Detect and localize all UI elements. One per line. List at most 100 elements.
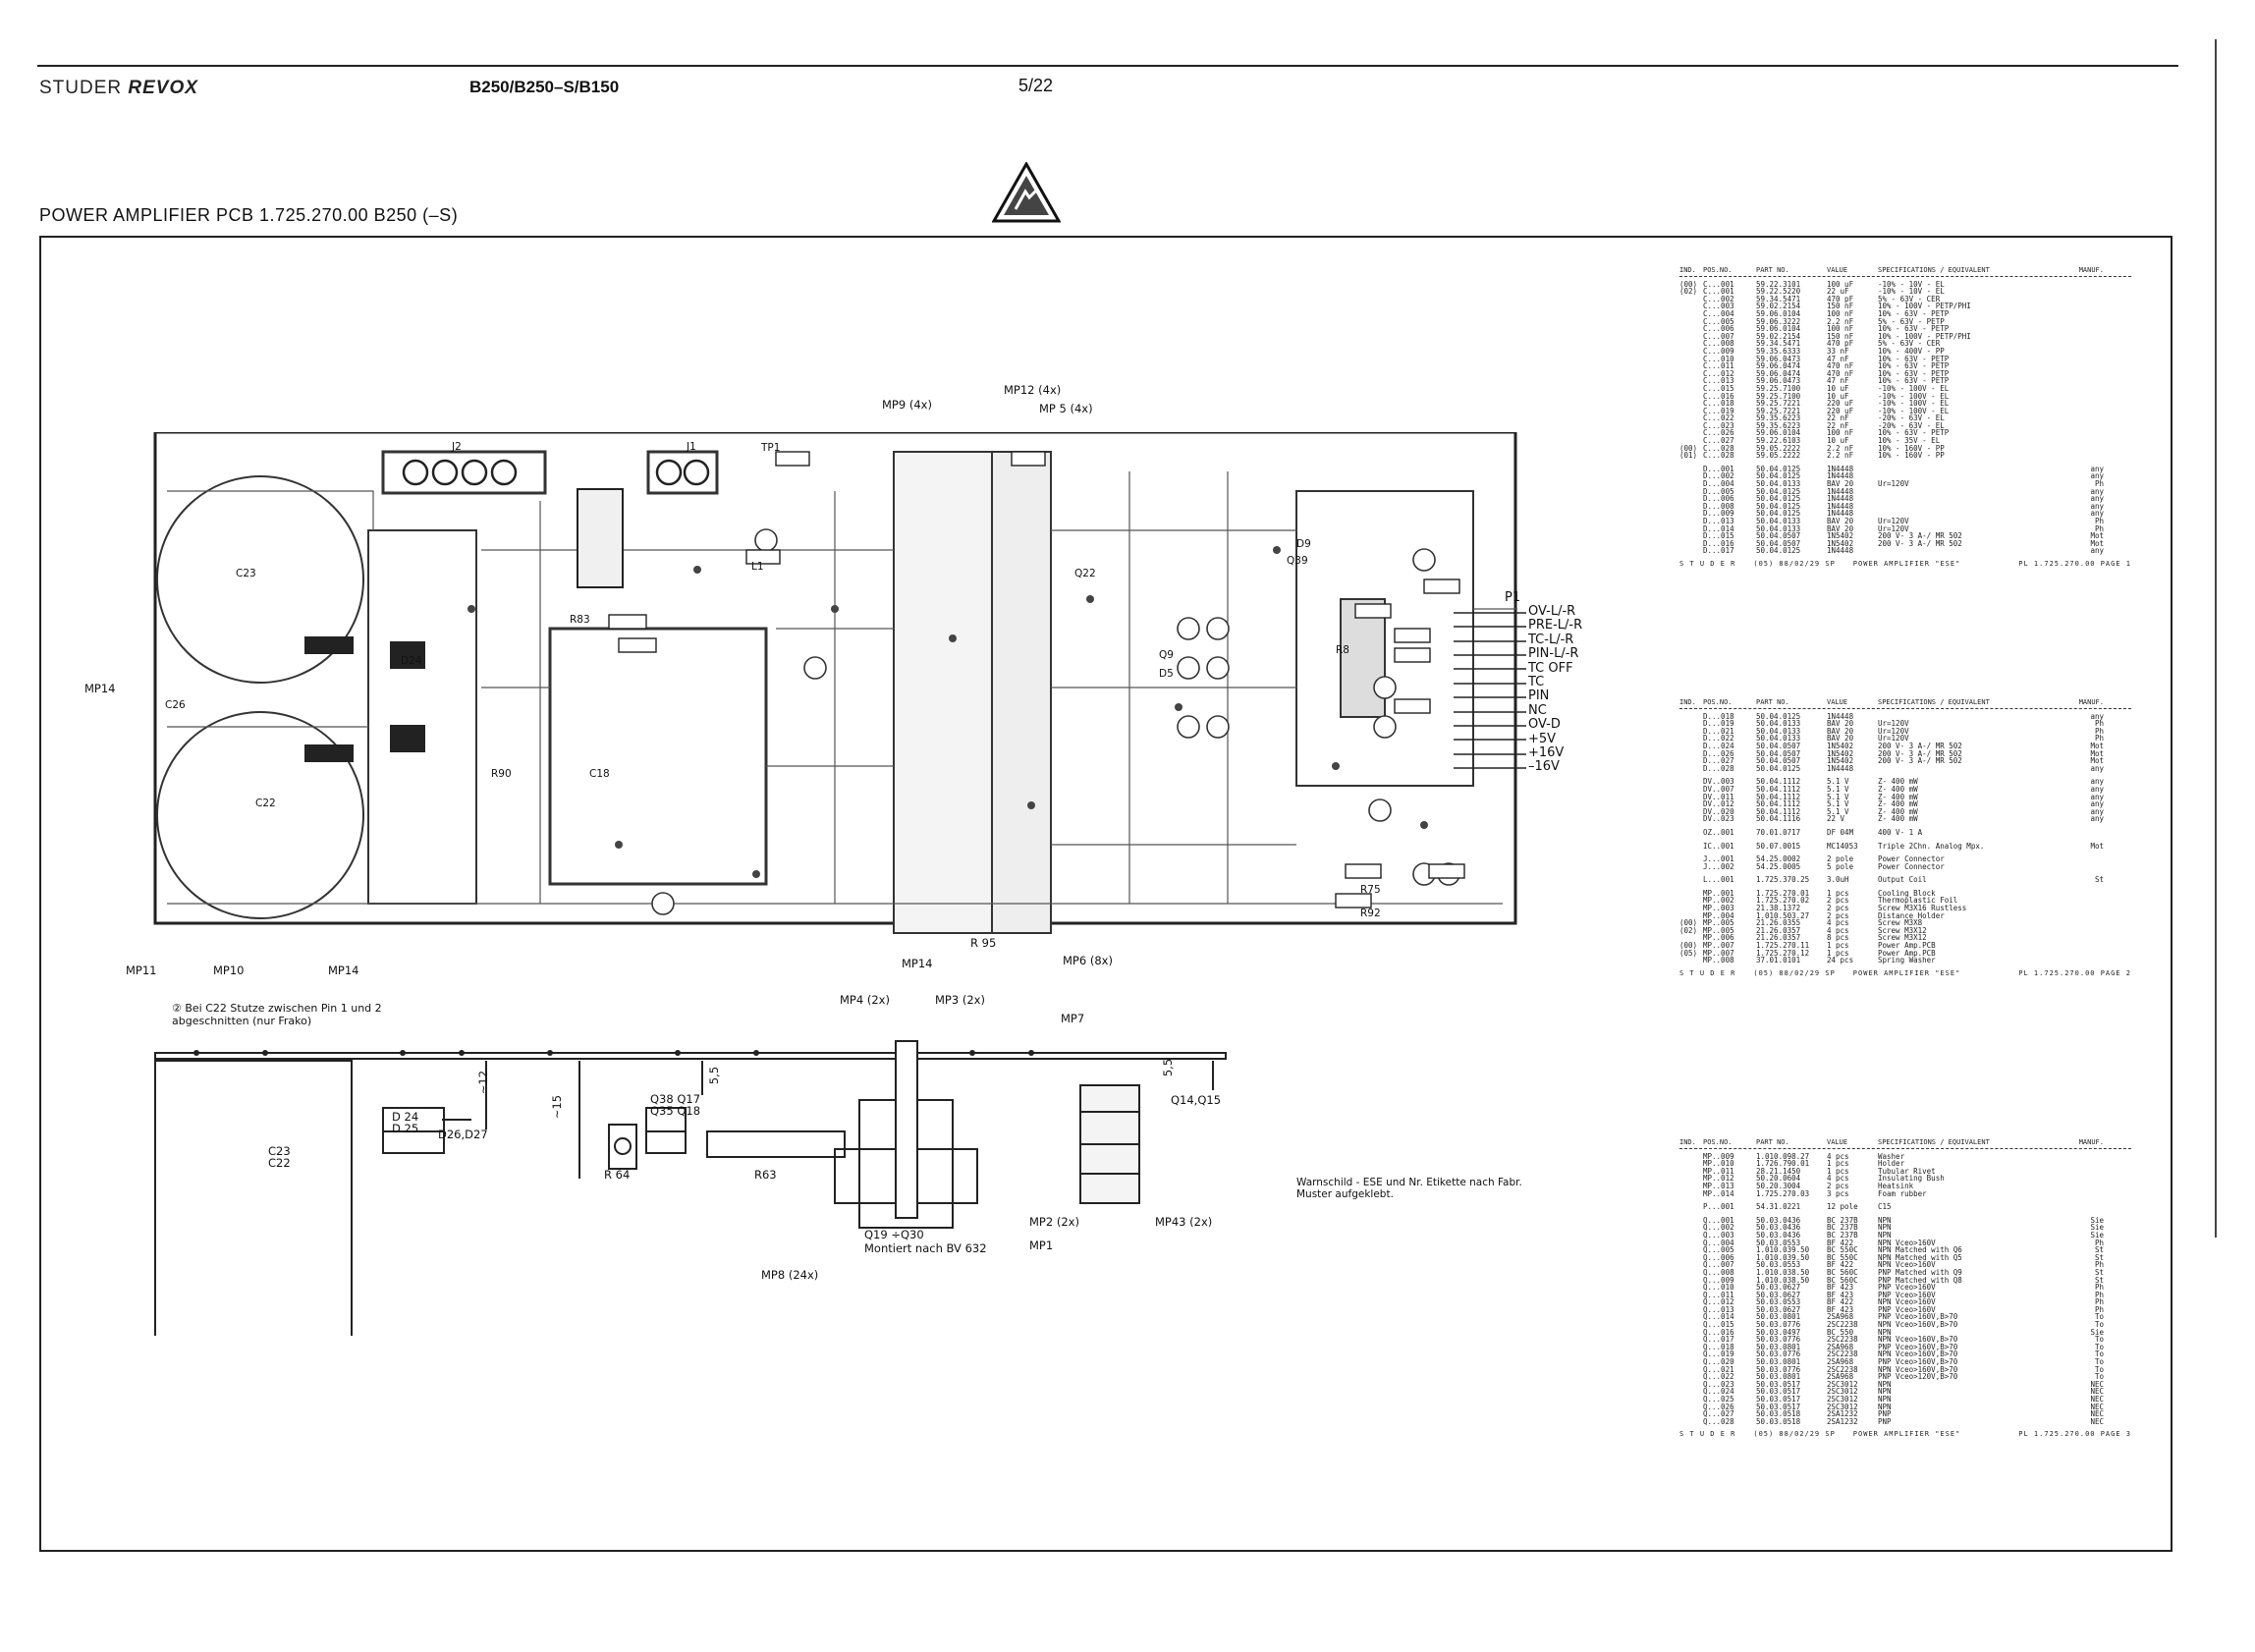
parts-cell — [1679, 1344, 1703, 1351]
parts-cell: Q...001 — [1703, 1215, 1734, 1225]
parts-cell — [2064, 325, 2104, 333]
parts-cell: 50.04.0133 — [1756, 479, 1801, 489]
parts-cell: any — [2090, 486, 2104, 496]
parts-cell: 59.25.7100 — [1756, 383, 1801, 393]
parts-cell: 50.04.1112 — [1756, 799, 1801, 809]
parts-cell: NEC — [2090, 1402, 2104, 1411]
footer-title: POWER AMPLIFIER "ESE" — [1852, 559, 1961, 568]
parts-cell — [2064, 1175, 2104, 1183]
parts-cell: Ph — [2094, 726, 2104, 736]
parts-cell: To — [2094, 1320, 2104, 1330]
col-ind: IND. — [1679, 1138, 1696, 1146]
parts-cell — [2064, 318, 2104, 326]
parts-cell: 10% - 100V - PETP/PHI — [1878, 331, 1971, 341]
parts-cell — [1679, 532, 1703, 540]
parts-cell: Z- 400 mW — [1878, 806, 1918, 816]
parts-cell: 5.1 V — [1827, 784, 1849, 794]
parts-cell: 50.03.0776 — [1756, 1349, 1801, 1359]
parts-cell — [2064, 281, 2104, 289]
parts-cell: 50.03.0627 — [1756, 1304, 1801, 1314]
parts-cell: any — [2090, 777, 2104, 787]
parts-cell: 2 pcs — [1827, 1181, 1849, 1190]
p1-signal: +16V — [1528, 745, 1565, 761]
parts-cell: To — [2094, 1349, 2104, 1359]
dim-55-right-label: 5,5 — [1161, 1058, 1176, 1077]
parts-cell: (05) — [1679, 948, 1698, 958]
parts-cell: 2SA968 — [1827, 1312, 1854, 1322]
parts-cell: BC 560C — [1827, 1275, 1858, 1285]
parts-cell: 200 V- 3 A-/ MR 502 — [1878, 748, 1962, 758]
parts-cell: D...013 — [1703, 517, 1734, 525]
parts-cell: 10% - 100V - PETP/PHI — [1878, 302, 1971, 311]
parts-cell: 2SA1232 — [1827, 1409, 1858, 1419]
parts-cell — [1679, 1153, 1703, 1161]
parts-cell — [1679, 408, 1703, 415]
parts-list-page-2: IND. POS.NO. PART NO. VALUE SPECIFICATIO… — [1679, 698, 2131, 977]
parts-cell — [1679, 1418, 1703, 1426]
parts-cell: 2.2 nF — [1827, 443, 1854, 453]
parts-cell: Q...007 — [1703, 1260, 1734, 1270]
parts-cell — [1679, 1329, 1703, 1337]
side-d25-label: D 25 — [392, 1122, 419, 1135]
p1-signal-list: OV-L/-R PRE-L/-R TC-L/-R PIN-L/-R TC OFF… — [1528, 604, 1582, 775]
comp-label-d24: R83 — [570, 614, 590, 626]
brand-logo: STUDER REVOX — [39, 78, 198, 99]
parts-cell: D...016 — [1703, 538, 1734, 548]
parts-cell: 59.02.2154 — [1756, 302, 1801, 311]
parts-cell — [2064, 1183, 2104, 1190]
parts-cell — [2064, 1160, 2104, 1168]
parts-cell: 50.04.0507 — [1756, 531, 1801, 541]
parts-cell: 2SC2238 — [1827, 1320, 1858, 1330]
parts-cell: MP..002 — [1703, 896, 1734, 906]
parts-cell — [2064, 437, 2104, 445]
mp11-label: MP11 — [126, 964, 157, 977]
parts-cell: 1N5402 — [1827, 748, 1854, 758]
parts-cell — [2064, 829, 2104, 837]
parts-cell — [1679, 393, 1703, 401]
parts-cell: Ph — [2094, 734, 2104, 743]
parts-cell: (00) — [1679, 443, 1698, 453]
parts-cell: MP..007 — [1703, 948, 1734, 958]
parts-cell: any — [2090, 501, 2104, 511]
mp2-label: MP2 (2x) — [1029, 1215, 1079, 1229]
parts-cell: BC 550 — [1827, 1327, 1854, 1337]
parts-cell: Q...027 — [1703, 1409, 1734, 1419]
parts-cell — [2064, 890, 2104, 898]
parts-cell: 2 pcs — [1827, 904, 1849, 913]
mp14-mid-label: MP14 — [902, 957, 933, 970]
parts-cell — [1679, 750, 1703, 758]
parts-cell: 2SC2238 — [1827, 1349, 1858, 1359]
bv632-note: Montiert nach BV 632 — [864, 1241, 987, 1255]
parts-cell: 200 V- 3 A-/ MR 502 — [1878, 741, 1962, 750]
parts-cell: 10 uF — [1827, 436, 1849, 446]
parts-cell — [1679, 1217, 1703, 1225]
parts-cell: 2.2 nF — [1827, 451, 1854, 461]
parts-cell: 50.04.1116 — [1756, 814, 1801, 824]
mp9-label: MP9 (4x) — [882, 398, 932, 412]
parts-cell: 50.04.1112 — [1756, 806, 1801, 816]
parts-cell: D...005 — [1703, 486, 1734, 496]
parts-cell — [1679, 765, 1703, 773]
parts-cell: any — [2090, 792, 2104, 801]
parts-cell: PNP Vceo>120V,B>70 — [1878, 1372, 1958, 1382]
parts-list-page-3: IND. POS.NO. PART NO. VALUE SPECIFICATIO… — [1679, 1138, 2131, 1439]
parts-cell: NPN — [1878, 1387, 1892, 1397]
parts-cell: 59.22.6103 — [1756, 436, 1801, 446]
parts-cell: Q...028 — [1703, 1416, 1734, 1426]
parts-cell: 33 nF — [1827, 346, 1849, 356]
footer-page: PL 1.725.270.00 PAGE 1 — [2018, 559, 2131, 568]
parts-cell: 22 V — [1827, 814, 1845, 824]
parts-cell: 2 pcs — [1827, 910, 1849, 920]
parts-cell: DF 04M — [1827, 827, 1854, 837]
